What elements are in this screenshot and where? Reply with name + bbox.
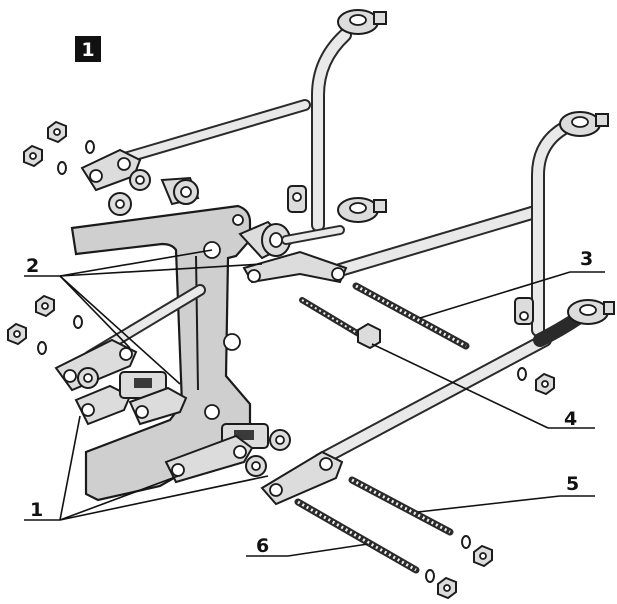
callout-label-4: 4 <box>564 408 577 430</box>
callout-label-2: 2 <box>26 255 39 277</box>
callout-label-5: 5 <box>566 473 579 495</box>
lower-front-link-rod <box>260 299 615 506</box>
left-middle-link-rod <box>54 284 206 392</box>
upper-left-hardware <box>23 120 200 216</box>
stud-3 <box>352 282 470 350</box>
stud-5 <box>348 476 454 536</box>
callout-5: 5 <box>417 473 595 513</box>
upper-rear-link-rod <box>80 9 387 232</box>
callout-2: 2 <box>24 249 263 385</box>
figure-number-text: 1 <box>81 39 94 61</box>
stud-6 <box>294 498 420 574</box>
callout-label-1: 1 <box>30 499 43 521</box>
right-side-hardware <box>425 367 555 600</box>
callout-label-3: 3 <box>580 248 593 270</box>
callout-1: 1 <box>24 415 269 521</box>
figure-number-badge: 1 <box>75 36 101 62</box>
callout-label-6: 6 <box>256 535 269 557</box>
left-middle-hardware <box>7 294 83 355</box>
pivot-bushing <box>238 220 348 284</box>
callout-3: 3 <box>419 248 605 319</box>
callout-6: 6 <box>246 535 369 557</box>
bolt-4 <box>299 297 381 350</box>
middle-link-rod <box>333 111 609 337</box>
lower-left-clevis <box>74 371 188 426</box>
callout-4: 4 <box>371 343 595 430</box>
